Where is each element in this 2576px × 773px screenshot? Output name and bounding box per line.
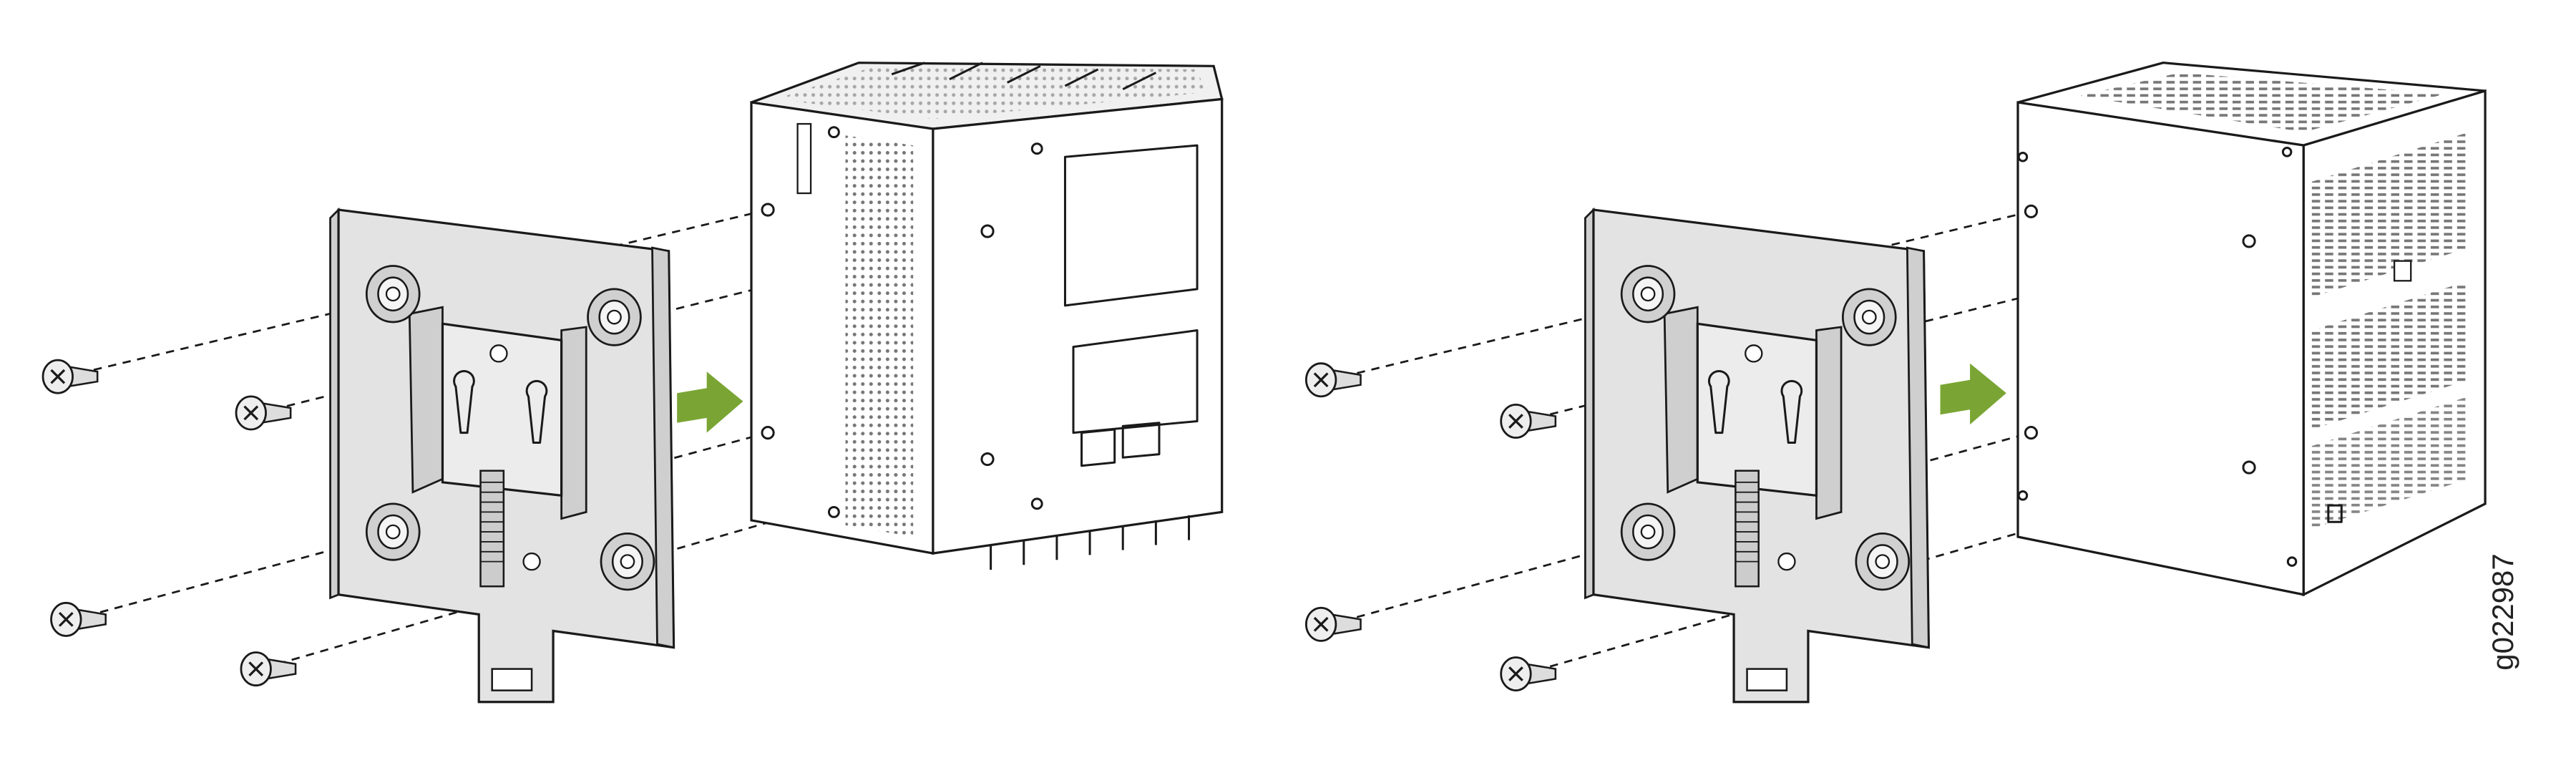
figure-id-text: g022987 bbox=[2486, 553, 2519, 671]
right-mounting-plate bbox=[1585, 210, 1928, 702]
arrow-icon bbox=[677, 371, 743, 433]
left-mounting-plate bbox=[331, 210, 674, 702]
screw-icon bbox=[235, 395, 292, 431]
right-screws bbox=[1304, 362, 1557, 692]
screw-icon bbox=[240, 651, 297, 687]
screw-icon bbox=[42, 359, 99, 394]
screw-icon bbox=[1500, 656, 1557, 692]
screw-icon bbox=[49, 601, 107, 638]
screw-icon bbox=[1304, 362, 1362, 398]
left-screws bbox=[42, 359, 297, 687]
arrow-icon bbox=[1940, 363, 2006, 425]
screw-icon bbox=[1500, 403, 1557, 439]
left-device-fanless bbox=[750, 62, 1224, 570]
right-device-enclosed bbox=[2016, 62, 2487, 597]
screw-icon bbox=[1304, 606, 1362, 643]
figure-id-label: g022987 bbox=[2486, 544, 2519, 680]
